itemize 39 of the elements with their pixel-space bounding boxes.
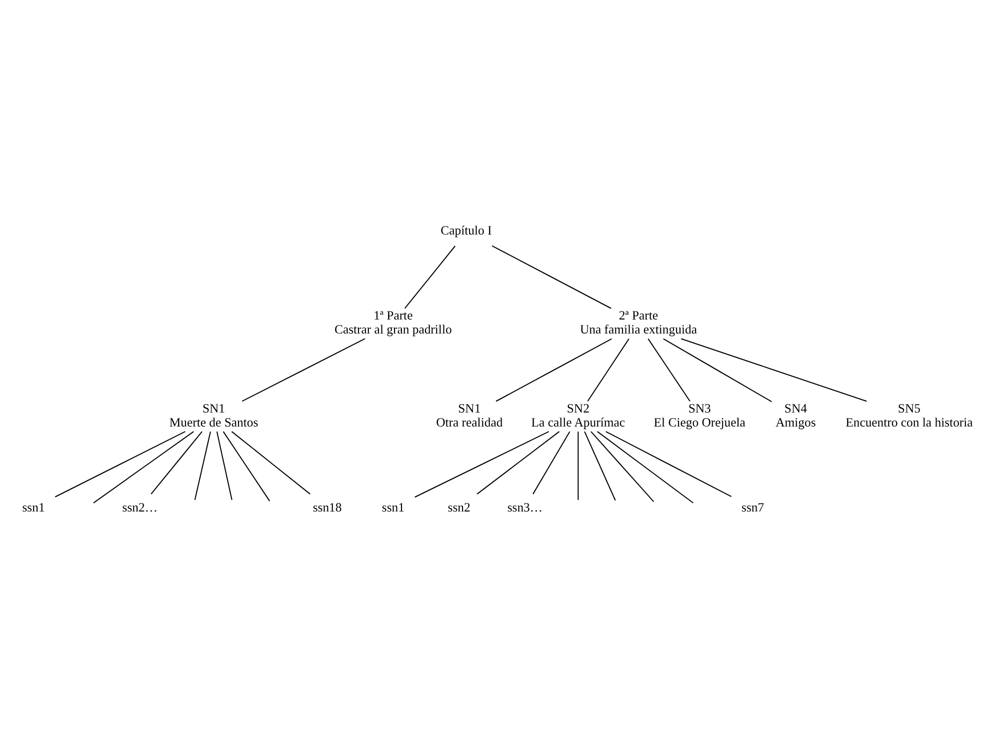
node-text: ssn2 [448, 500, 470, 514]
node-text: 1ª Parte Castrar al gran padrillo [334, 308, 452, 336]
node-text: ssn2… [122, 500, 158, 514]
node-text: ssn18 [312, 500, 342, 514]
connector [476, 430, 560, 494]
node-text: 2ª Parte Una familia extinguida [580, 308, 697, 336]
connector [584, 430, 616, 500]
connector [194, 430, 211, 500]
connector [231, 430, 310, 494]
connector [496, 338, 612, 402]
connector [404, 245, 456, 308]
connector [648, 338, 690, 402]
connector [532, 430, 570, 494]
connector [414, 430, 550, 498]
connector [587, 338, 630, 402]
connector [150, 430, 202, 494]
node-text: Capítulo I [440, 222, 492, 237]
node-text: ssn1 [22, 500, 45, 514]
connector [93, 430, 194, 503]
node-text: SN2 La calle Apurímac [531, 400, 626, 430]
node-text: SN1 Otra realidad [436, 400, 503, 430]
node-text: SN5 Encuentro con la historia [846, 400, 973, 430]
connector [597, 430, 694, 503]
connector [242, 338, 366, 402]
connector [492, 244, 612, 308]
connector [222, 430, 270, 501]
node-text: SN3 El Ciego Orejuela [654, 400, 746, 430]
connector [606, 430, 732, 497]
node-text: SN4 Amigos [776, 400, 816, 430]
connector [663, 338, 772, 402]
connector [578, 431, 579, 500]
connector [54, 430, 186, 497]
node-text: ssn1 [382, 500, 404, 514]
connector [680, 338, 867, 402]
connector [590, 430, 654, 502]
connector [216, 430, 232, 500]
node-text: ssn3… [507, 500, 543, 514]
node-text: SN1 Muerte de Santos [169, 400, 258, 430]
node-text: ssn7 [742, 500, 764, 514]
